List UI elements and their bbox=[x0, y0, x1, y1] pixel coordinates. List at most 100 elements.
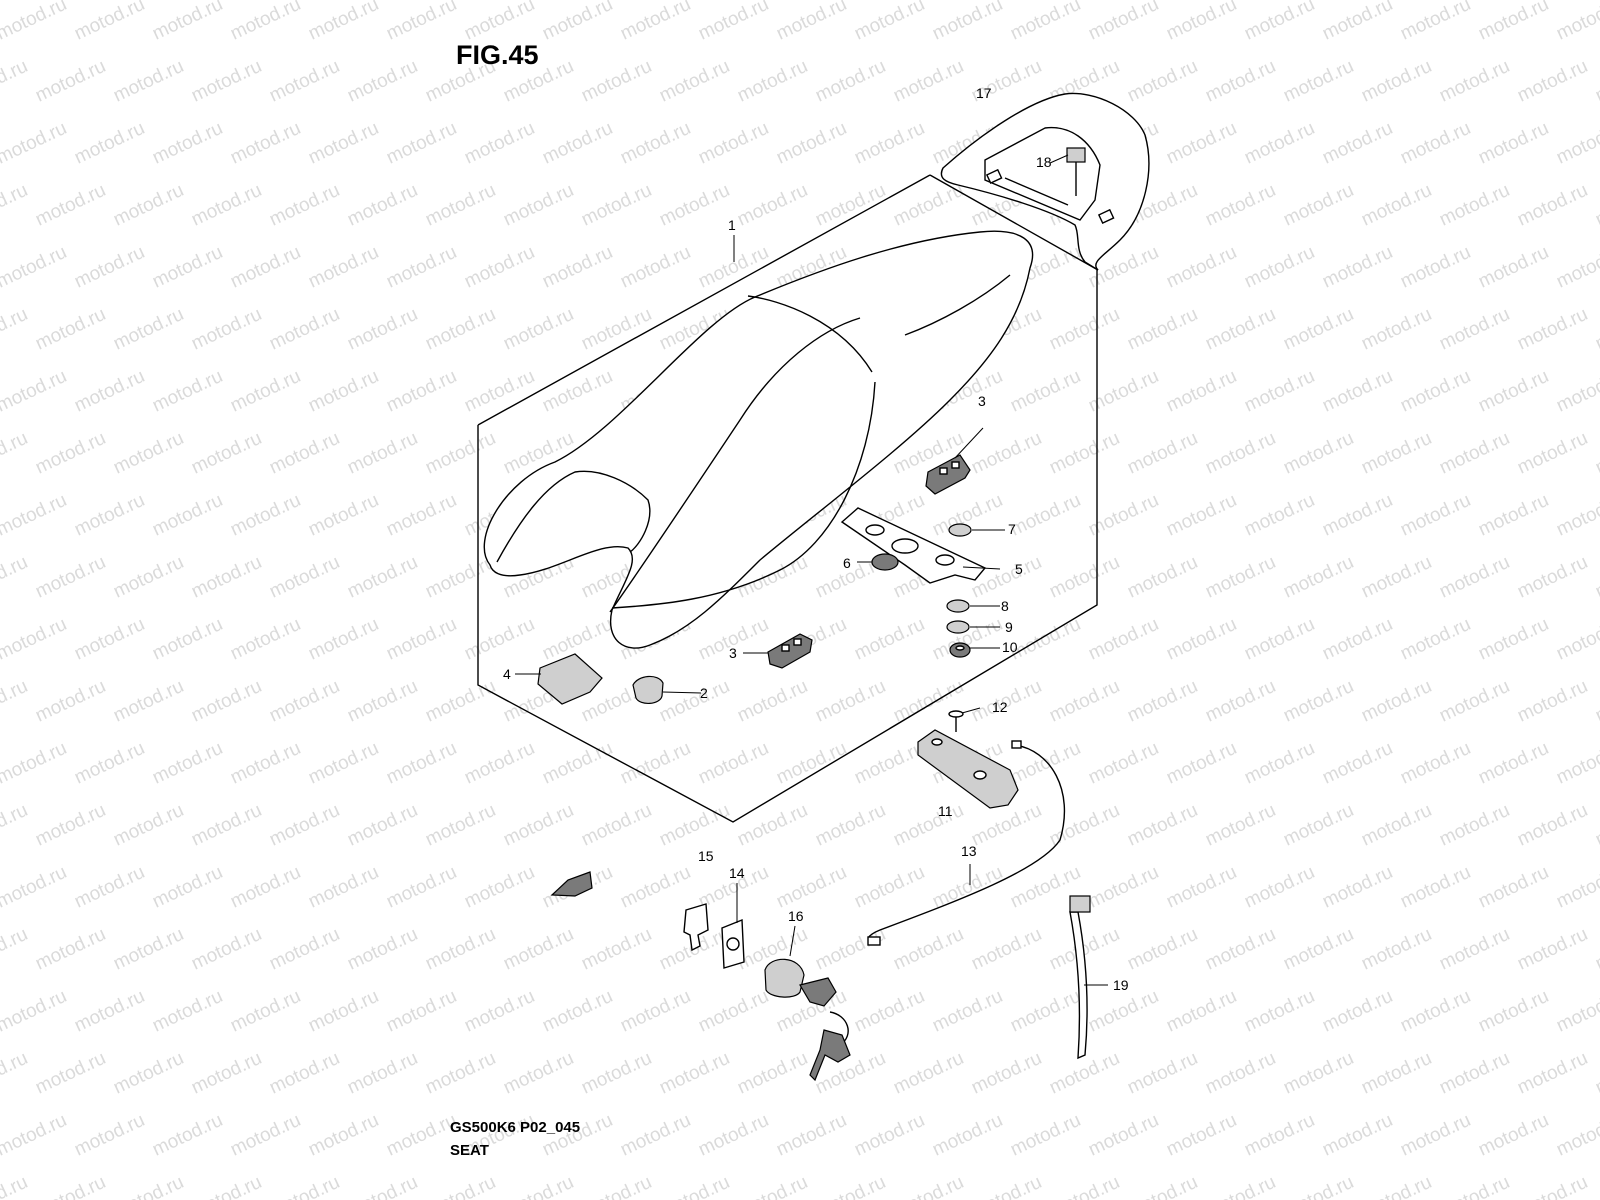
watermark-text: motod.ru bbox=[929, 0, 1006, 45]
seat-lock[interactable] bbox=[917, 729, 1019, 809]
watermark-text: motod.ru bbox=[1514, 924, 1591, 975]
watermark-text: motod.ru bbox=[305, 862, 382, 913]
watermark-text: motod.ru bbox=[71, 738, 148, 789]
washer-7[interactable] bbox=[948, 523, 972, 537]
watermark-text: motod.ru bbox=[32, 180, 109, 231]
seat-bracket-hole bbox=[891, 538, 919, 554]
nut-10[interactable] bbox=[949, 642, 971, 658]
front-arrow-icon bbox=[550, 871, 593, 897]
leader-lines bbox=[515, 154, 1108, 986]
watermark-text: motod.ru bbox=[1397, 738, 1474, 789]
watermark-text: motod.ru bbox=[188, 180, 265, 231]
watermark-text: motod.ru bbox=[71, 118, 148, 169]
cap-2[interactable] bbox=[632, 675, 664, 704]
washer-8[interactable] bbox=[946, 599, 970, 613]
watermark-text: motod.ru bbox=[1475, 1110, 1552, 1161]
watermark-text: motod.ru bbox=[1592, 180, 1600, 231]
watermark-text: motod.ru bbox=[1436, 800, 1513, 851]
cushion-3-lower[interactable] bbox=[767, 633, 813, 669]
callout-1: 1 bbox=[728, 217, 736, 233]
watermark-text: motod.ru bbox=[227, 986, 304, 1037]
clip-nut-6[interactable] bbox=[871, 553, 899, 571]
watermark-text: motod.ru bbox=[1514, 1172, 1591, 1200]
watermark-text: motod.ru bbox=[1475, 242, 1552, 293]
watermark-text: motod.ru bbox=[1397, 862, 1474, 913]
seat-step-seam bbox=[609, 317, 861, 613]
watermark-text: motod.ru bbox=[0, 986, 70, 1037]
watermark-text: motod.ru bbox=[305, 614, 382, 665]
watermark-text: motod.ru bbox=[1163, 738, 1240, 789]
watermark-text: motod.ru bbox=[1202, 552, 1279, 603]
watermark-text: motod.ru bbox=[461, 614, 538, 665]
watermark-text: motod.ru bbox=[500, 180, 577, 231]
watermark-text: motod.ru bbox=[1358, 304, 1435, 355]
watermark-text: motod.ru bbox=[1514, 180, 1591, 231]
watermark-text: motod.ru bbox=[1280, 180, 1357, 231]
cable-tie[interactable] bbox=[1069, 895, 1091, 1060]
watermark-text: motod.ru bbox=[0, 800, 31, 851]
nut-10-hole bbox=[955, 645, 965, 651]
watermark-text: motod.ru bbox=[110, 924, 187, 975]
watermark-text: motod.ru bbox=[617, 862, 694, 913]
lock-set[interactable] bbox=[764, 958, 851, 1082]
watermark-text: motod.ru bbox=[461, 242, 538, 293]
watermark-text: motod.ru bbox=[812, 180, 889, 231]
seat-lock-cable[interactable] bbox=[867, 740, 1066, 946]
seat[interactable] bbox=[483, 230, 1034, 649]
watermark-text: motod.ru bbox=[1475, 738, 1552, 789]
seat-bracket-slot bbox=[935, 554, 955, 566]
grab-rail-clip-right bbox=[1097, 208, 1115, 224]
holder-15[interactable] bbox=[683, 903, 709, 952]
seat-pillion-edge bbox=[747, 295, 873, 373]
watermark-text: motod.ru bbox=[500, 1172, 577, 1200]
watermark-text: motod.ru bbox=[344, 1048, 421, 1099]
watermark-text: motod.ru bbox=[1319, 0, 1396, 45]
cap-2-body bbox=[632, 675, 664, 704]
watermark-text: motod.ru bbox=[1202, 924, 1279, 975]
grab-rail[interactable] bbox=[940, 92, 1150, 271]
callout-5: 5 bbox=[1015, 561, 1023, 577]
watermark-text: motod.ru bbox=[539, 242, 616, 293]
watermark-text: motod.ru bbox=[578, 800, 655, 851]
cushion-3-upper[interactable] bbox=[925, 454, 971, 495]
screw-12[interactable] bbox=[948, 710, 964, 732]
watermark-text: motod.ru bbox=[149, 738, 226, 789]
watermark-text: motod.ru bbox=[968, 924, 1045, 975]
plate-14[interactable] bbox=[721, 918, 745, 969]
cable-tie-head bbox=[1069, 895, 1091, 913]
seat-lock-hole bbox=[931, 738, 943, 746]
washer-9[interactable] bbox=[946, 620, 970, 634]
watermark-text: motod.ru bbox=[1553, 862, 1600, 913]
watermark-text: motod.ru bbox=[71, 862, 148, 913]
watermark-text: motod.ru bbox=[1202, 428, 1279, 479]
watermark-text: motod.ru bbox=[32, 304, 109, 355]
watermark-text: motod.ru bbox=[1592, 552, 1600, 603]
watermark-text: motod.ru bbox=[1397, 0, 1474, 45]
watermark-text: motod.ru bbox=[1358, 180, 1435, 231]
watermark-text: motod.ru bbox=[344, 180, 421, 231]
watermark-text: motod.ru bbox=[0, 428, 31, 479]
watermark-text: motod.ru bbox=[1553, 490, 1600, 541]
callout-10: 10 bbox=[1002, 639, 1018, 655]
watermark-text: motod.ru bbox=[227, 862, 304, 913]
watermark-text: motod.ru bbox=[695, 118, 772, 169]
watermark-text: motod.ru bbox=[1163, 862, 1240, 913]
pad-4[interactable] bbox=[537, 653, 603, 705]
watermark-text: motod.ru bbox=[968, 800, 1045, 851]
seat-bracket[interactable] bbox=[840, 507, 987, 584]
bolt-18[interactable] bbox=[1066, 147, 1086, 196]
callout-17: 17 bbox=[976, 85, 992, 101]
watermark-text: motod.ru bbox=[968, 428, 1045, 479]
watermark-text: motod.ru bbox=[0, 862, 70, 913]
watermark-text: motod.ru bbox=[266, 304, 343, 355]
watermark-text: motod.ru bbox=[1046, 1172, 1123, 1200]
watermark-text: motod.ru bbox=[0, 738, 70, 789]
watermark-text: motod.ru bbox=[1319, 738, 1396, 789]
watermark-text: motod.ru bbox=[0, 924, 31, 975]
watermark-text: motod.ru bbox=[539, 118, 616, 169]
watermark-text: motod.ru bbox=[1163, 1110, 1240, 1161]
watermark-text: motod.ru bbox=[188, 1172, 265, 1200]
seat-rear-seam bbox=[904, 274, 1011, 336]
watermark-text: motod.ru bbox=[344, 304, 421, 355]
seat-outline bbox=[483, 230, 1034, 649]
